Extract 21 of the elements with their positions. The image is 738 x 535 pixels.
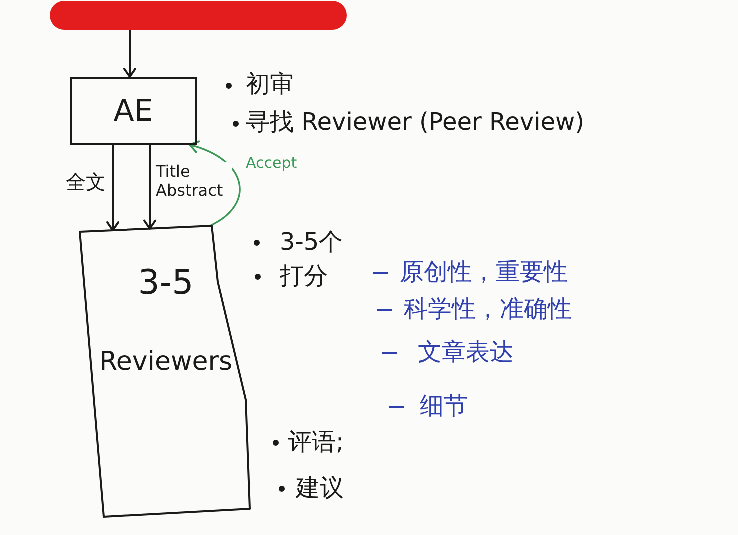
edge-label: Accept — [246, 154, 298, 172]
note-text: 科学性，准确性 — [404, 295, 572, 324]
note-text: 评语; — [288, 428, 344, 457]
edge-label: 全文 — [66, 170, 106, 194]
process-box — [78, 225, 253, 520]
note-text: 初审 — [246, 70, 294, 99]
count-label: 3-5 — [138, 263, 194, 304]
arrow — [144, 144, 156, 230]
note-text: 寻找 Reviewer (Peer Review) — [246, 108, 585, 137]
title-label: Reviewers — [100, 347, 232, 378]
banner-bar — [50, 1, 347, 30]
note-text: 文章表达 — [418, 338, 514, 367]
note-text: 细节 — [420, 392, 468, 421]
arrow — [106, 144, 120, 232]
note-text: 原创性，重要性 — [400, 258, 568, 287]
curved-arrow — [189, 141, 241, 227]
note-text: 3-5个 — [280, 228, 344, 257]
note-text: 建议 — [296, 474, 344, 503]
process-box: AE — [70, 77, 197, 145]
arrow — [124, 29, 136, 78]
note-text: 打分 — [280, 262, 328, 291]
